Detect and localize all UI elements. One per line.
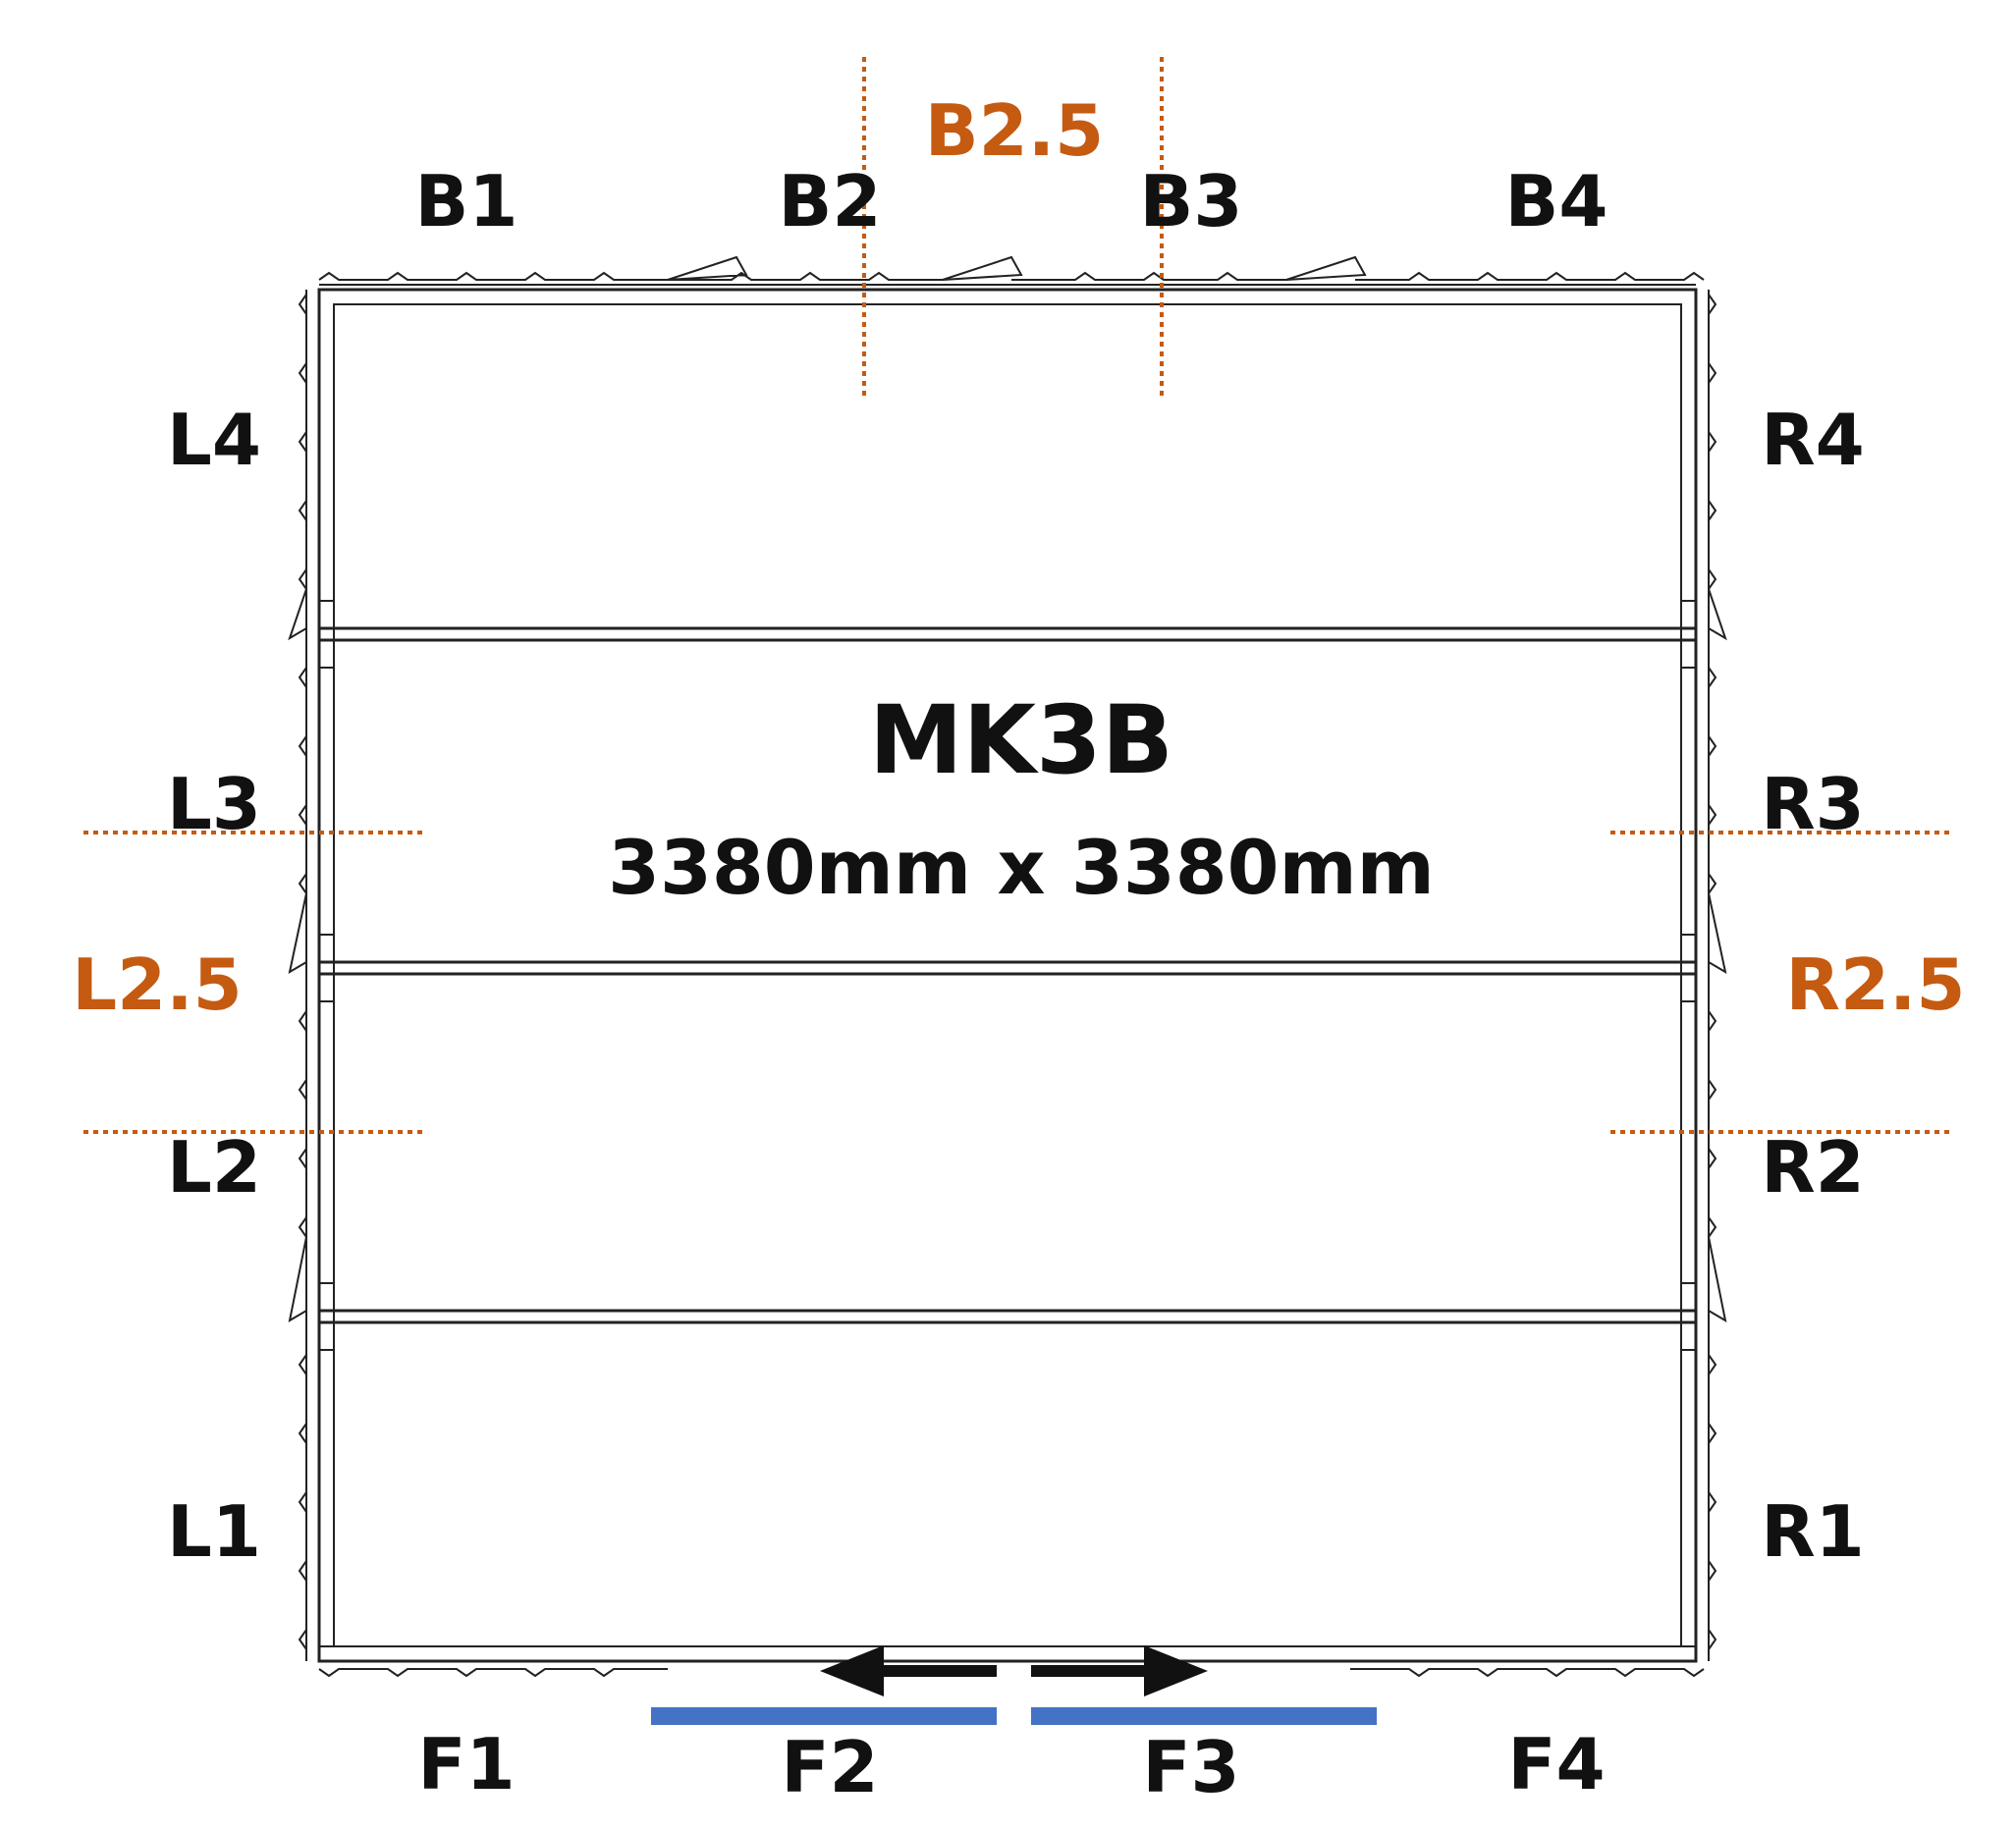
model-title: MK3B — [869, 685, 1173, 795]
label-f1: F1 — [417, 1723, 515, 1805]
label-l2: L2 — [167, 1126, 261, 1209]
rail-1 — [317, 626, 1698, 642]
top-canvas-edge — [318, 255, 1705, 281]
rail-joints — [318, 600, 1697, 1351]
label-l2-5: L2.5 — [72, 943, 242, 1026]
label-r3: R3 — [1761, 763, 1865, 845]
front-door — [651, 1645, 1377, 1725]
frame-structure — [288, 255, 1727, 1678]
label-r2-5: R2.5 — [1786, 943, 1966, 1026]
label-f2: F2 — [781, 1726, 878, 1808]
label-b4: B4 — [1505, 160, 1608, 242]
bottom-canvas-edge-right — [1350, 1668, 1705, 1678]
optional-mid-markers — [83, 57, 1954, 1134]
label-f4: F4 — [1507, 1723, 1605, 1805]
label-b1: B1 — [415, 160, 518, 242]
label-r1: R1 — [1761, 1490, 1865, 1573]
model-dimensions: 3380mm x 3380mm — [608, 824, 1435, 911]
label-l4: L4 — [167, 399, 261, 481]
label-l3: L3 — [167, 763, 261, 845]
rail-2 — [317, 960, 1698, 976]
rail-3 — [317, 1309, 1698, 1324]
label-f3: F3 — [1142, 1726, 1239, 1808]
label-b2: B2 — [779, 160, 882, 242]
right-canvas-edge — [1707, 294, 1727, 1650]
arrow-right-icon — [1031, 1645, 1208, 1696]
bottom-canvas-edge-left — [318, 1668, 668, 1678]
label-l1: L1 — [167, 1490, 261, 1573]
label-b2-5: B2.5 — [925, 89, 1104, 172]
label-r2: R2 — [1761, 1126, 1865, 1209]
left-canvas-edge — [288, 294, 308, 1650]
label-b3: B3 — [1140, 160, 1243, 242]
arrow-left-icon — [820, 1645, 997, 1696]
label-r4: R4 — [1761, 399, 1865, 481]
